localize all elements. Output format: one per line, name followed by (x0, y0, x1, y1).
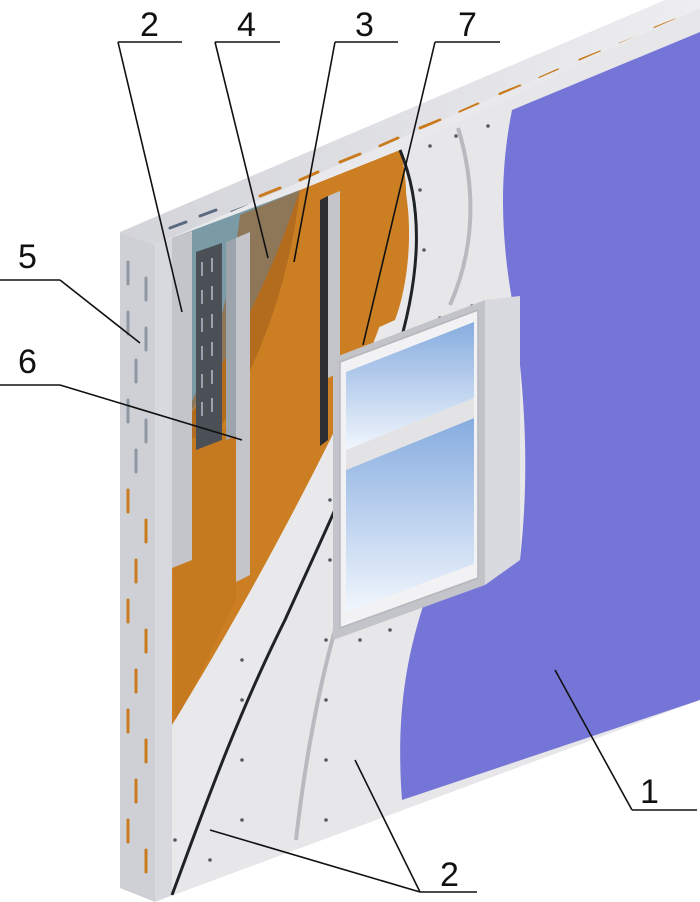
metal-rail-left (196, 243, 222, 450)
stud-gap (320, 196, 328, 446)
window-glass-upper (346, 322, 474, 450)
callout-1: 1 (640, 773, 659, 811)
window-mullion (346, 398, 474, 470)
insulation-upper (340, 168, 410, 345)
callout-2-top: 2 (140, 6, 159, 44)
board-seam-lower (294, 619, 340, 841)
callout-2-bottom: 2 (440, 856, 459, 894)
metal-rail-right (226, 238, 236, 440)
callout-7: 7 (458, 6, 477, 44)
callout-5: 5 (18, 238, 37, 276)
wall-top-edge (120, 0, 700, 245)
metal-rail-perforations (201, 258, 213, 416)
board-seam (448, 127, 473, 306)
exterior-cladding (400, 32, 700, 800)
callout-3: 3 (355, 6, 374, 44)
window-stud (328, 191, 340, 378)
stud-profile (172, 231, 192, 568)
window-recess-side (485, 296, 520, 585)
window-glass-lower (346, 418, 474, 612)
callout-6: 6 (18, 343, 37, 381)
callout-leaders (0, 41, 697, 893)
left-edge-fibers (126, 260, 148, 874)
second-stud (236, 232, 250, 582)
callout-4: 4 (237, 6, 256, 44)
outer-board-layer (155, 238, 172, 902)
